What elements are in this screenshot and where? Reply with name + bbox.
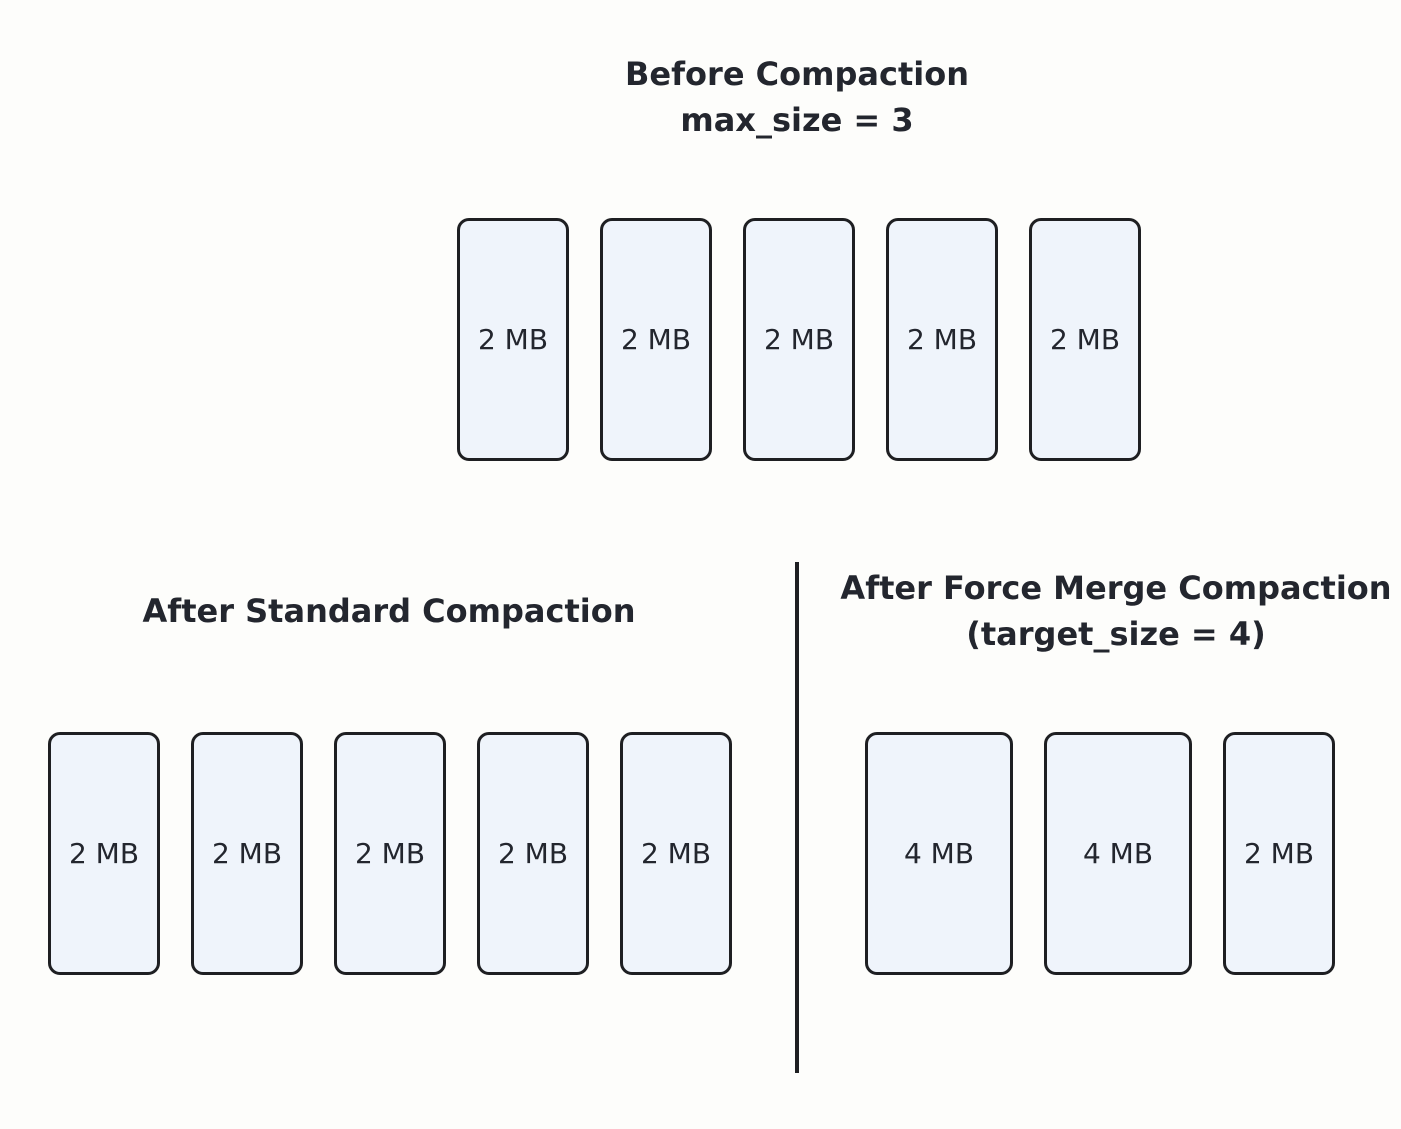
max-size-label: max_size = 3 <box>680 101 914 139</box>
file-block: 4 MB <box>1044 732 1192 975</box>
file-block: 2 MB <box>1223 732 1335 975</box>
file-block: 2 MB <box>48 732 160 975</box>
force-merge-compaction-files: 4 MB 4 MB 2 MB <box>865 732 1335 975</box>
force-merge-compaction-heading: After Force Merge Compaction <box>840 569 1392 607</box>
standard-compaction-files: 2 MB 2 MB 2 MB 2 MB 2 MB <box>48 732 732 975</box>
before-compaction-heading: Before Compaction <box>625 55 969 93</box>
force-merge-compaction-title: After Force Merge Compaction (target_siz… <box>816 565 1401 657</box>
section-divider <box>795 562 799 1073</box>
file-block: 4 MB <box>865 732 1013 975</box>
standard-compaction-title: After Standard Compaction <box>89 588 689 634</box>
file-block: 2 MB <box>1029 218 1141 461</box>
target-size-label: (target_size = 4) <box>966 615 1266 653</box>
file-block: 2 MB <box>191 732 303 975</box>
file-block: 2 MB <box>477 732 589 975</box>
file-block: 2 MB <box>620 732 732 975</box>
file-block: 2 MB <box>886 218 998 461</box>
file-block: 2 MB <box>457 218 569 461</box>
before-compaction-files: 2 MB 2 MB 2 MB 2 MB 2 MB <box>457 218 1141 461</box>
file-block: 2 MB <box>743 218 855 461</box>
file-block: 2 MB <box>600 218 712 461</box>
file-block: 2 MB <box>334 732 446 975</box>
standard-compaction-heading: After Standard Compaction <box>142 592 636 630</box>
before-compaction-title: Before Compaction max_size = 3 <box>497 51 1097 143</box>
